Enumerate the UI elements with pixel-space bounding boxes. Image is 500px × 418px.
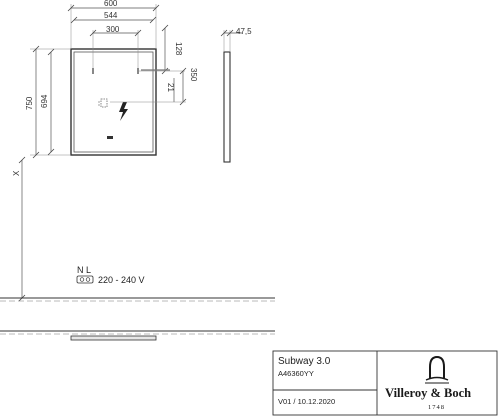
revision-date: V01 / 10.12.2020 [278,397,335,406]
title-block: Subway 3.0 A46360YY V01 / 10.12.2020 Vil… [272,350,498,416]
voltage-label: 220 - 240 V [98,275,145,285]
left-dimensions: 750 694 X [12,45,71,302]
dim-544: 544 [104,11,118,20]
mirror-side-view: 47,5 [220,27,252,163]
terminal-block-icon [76,275,94,284]
sensor-block [107,136,113,139]
floor-lines [0,297,275,341]
dim-128: 128 [174,42,183,56]
dim-694: 694 [40,94,49,108]
right-dimensions: 128 350 21 [110,24,198,106]
terminal-labels: N L [77,265,91,275]
dim-350: 350 [189,68,198,82]
article-number: A46360YY [278,369,314,378]
dim-750: 750 [25,96,34,110]
dim-300: 300 [106,25,120,34]
electrical-connection: N L 220 - 240 V [76,265,145,285]
side-profile [223,51,231,163]
dim-600: 600 [104,0,118,8]
socket-symbol [98,98,108,108]
dim-21: 21 [166,83,175,92]
product-name: Subway 3.0 [278,356,331,367]
lightning-bolt-icon [119,102,128,121]
dim-47-5: 47,5 [236,27,252,36]
top-dimensions: 600 544 300 [67,0,160,68]
brand-year: 1748 [428,404,445,411]
brand-logo-icon [425,355,449,384]
dim-x: X [12,170,21,176]
brand-name: Villeroy & Boch [385,386,471,400]
bottom-shelf [70,335,157,341]
